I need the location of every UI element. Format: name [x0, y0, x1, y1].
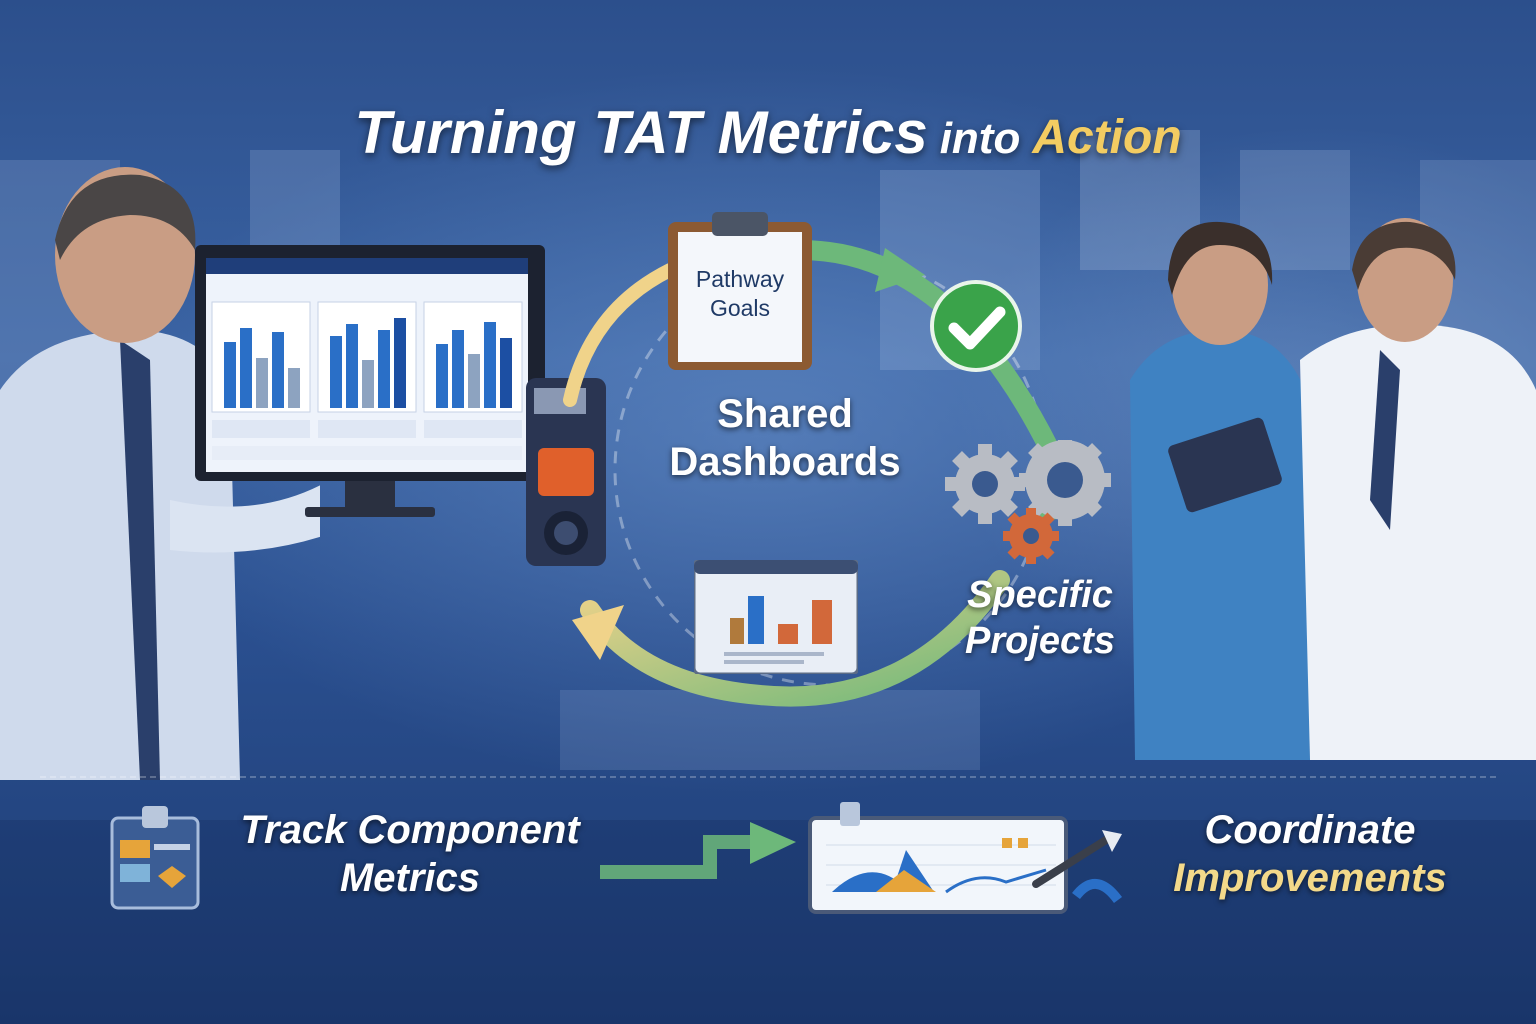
chart-board-icon [808, 802, 1123, 914]
track-component-metrics-label: Track Component Metrics [205, 806, 615, 902]
dashboard-panel [317, 301, 417, 413]
arrow-head [875, 248, 925, 292]
shared-line1: Shared [717, 392, 853, 436]
arrow-yellow-bottom [580, 570, 1010, 707]
nurse-hair [1168, 221, 1273, 295]
bar [378, 330, 390, 408]
shared-dashboards-label: Shared Dashboards [640, 390, 930, 486]
bar [330, 336, 342, 408]
section-divider [40, 776, 1496, 778]
coord-line2: Improvements [1173, 856, 1447, 900]
bar [288, 368, 300, 408]
monitor-bar-charts [211, 301, 523, 460]
bar [394, 318, 406, 408]
bar-chart-icon [694, 560, 858, 674]
bar [362, 360, 374, 408]
monitor-dashboard [206, 258, 528, 472]
nurse-scrubs [1130, 330, 1310, 760]
coordinate-improvements-label: Coordinate Improvements [1130, 806, 1490, 902]
track-line1: Track Component [240, 808, 580, 852]
track-line2: Metrics [339, 856, 481, 900]
arrow-head [572, 605, 624, 660]
arrow-icon [600, 822, 796, 879]
analyst-person-illustration [0, 167, 320, 780]
clipboard-line1: Pathway [695, 266, 785, 292]
clinicians-illustration [1130, 218, 1536, 760]
doctor-hair [1352, 221, 1456, 290]
bar [452, 330, 464, 408]
title-into: into [939, 114, 1021, 163]
dashboard-field [318, 420, 416, 438]
dashboard-panel [211, 301, 311, 413]
arrow-yellow-left [563, 263, 677, 407]
badge-icon [110, 806, 200, 910]
clipboard-icon: Pathway Goals [668, 210, 812, 370]
clipboard-line2: Goals [709, 294, 771, 321]
arrow-green-top [790, 240, 1060, 460]
dashboard-field [424, 420, 522, 438]
bar [256, 358, 268, 408]
clipboard-label: Pathway Goals [668, 265, 812, 323]
doctor-coat [1300, 324, 1536, 760]
checkmark-icon [930, 280, 1022, 372]
specific-line1: Specific [967, 574, 1113, 616]
doctor-tie [1370, 350, 1400, 530]
tablet [1168, 417, 1282, 513]
bar [346, 324, 358, 408]
bar [436, 344, 448, 408]
bar [240, 328, 252, 408]
dashboard-field [212, 420, 310, 438]
bar [484, 322, 496, 408]
dashboard-panel [423, 301, 523, 413]
shared-line2: Dashboards [669, 440, 901, 484]
cycle-diagram [563, 240, 1060, 707]
coord-line1: Coordinate [1204, 808, 1416, 852]
title-action: Action [1032, 111, 1182, 164]
title-main: Turning TAT Metrics [354, 99, 928, 166]
nurse-face [1172, 225, 1268, 345]
bar [468, 354, 480, 408]
specific-line2: Projects [965, 619, 1115, 662]
bar [500, 338, 512, 408]
specific-projects-label: Specific Projects [930, 573, 1150, 664]
dashboard-footer [212, 446, 522, 460]
handheld-analyzer-device [526, 378, 606, 566]
gears-icon [945, 440, 1111, 564]
bar [224, 342, 236, 408]
bar [272, 332, 284, 408]
